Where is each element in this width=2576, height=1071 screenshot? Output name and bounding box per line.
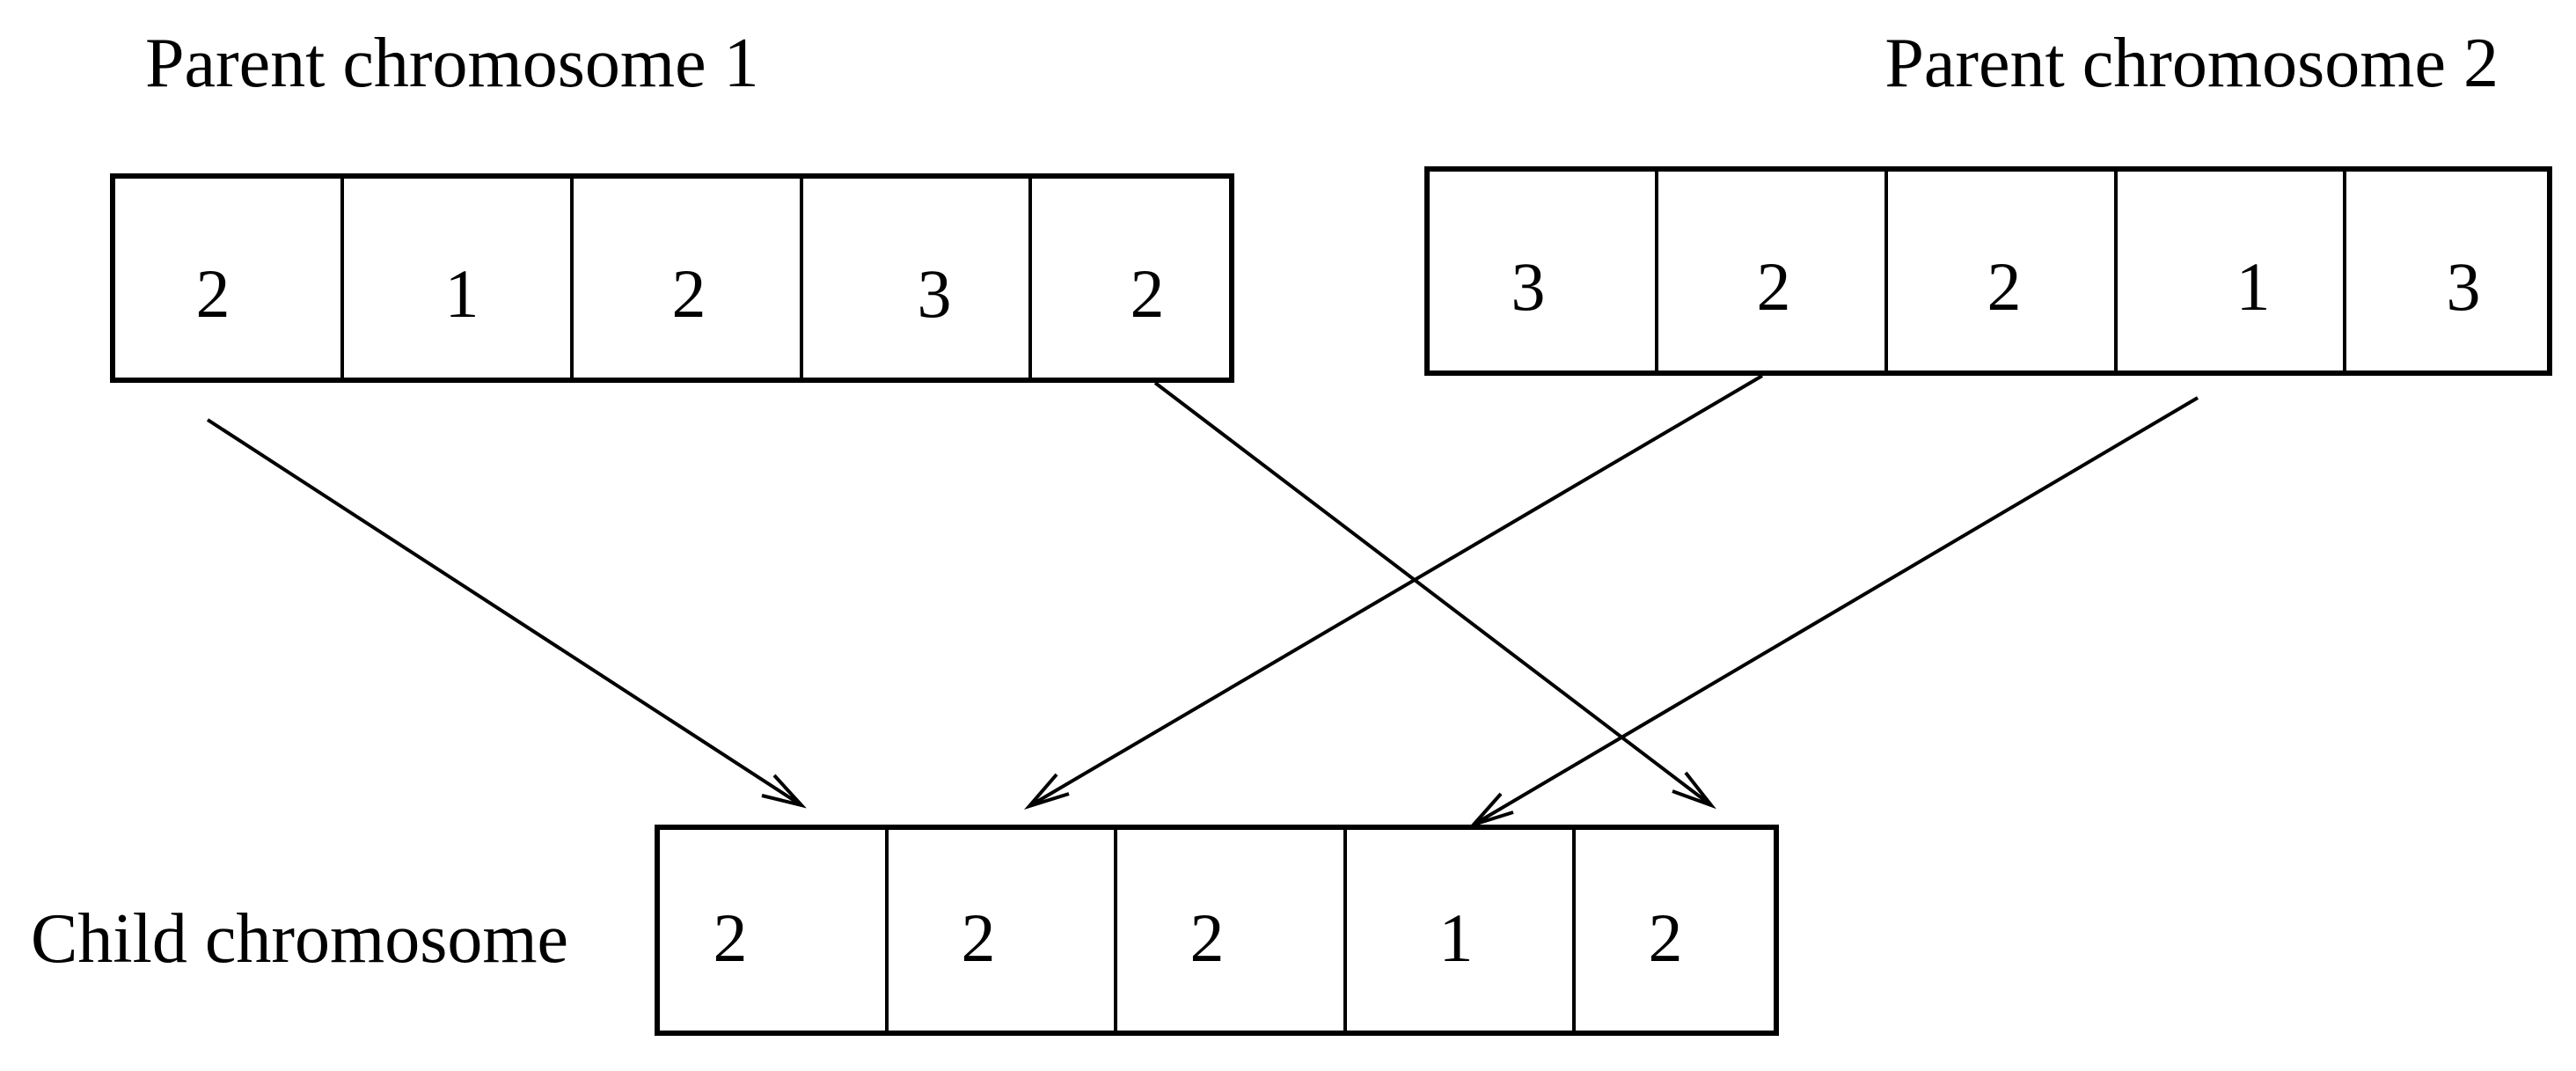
child-gene-2: 2 — [962, 899, 996, 976]
parent1-label: Parent chromosome 1 — [145, 25, 759, 102]
parent2-gene-4: 1 — [2236, 248, 2271, 325]
parent1-gene-3: 2 — [672, 255, 706, 332]
child-gene-5: 2 — [1649, 899, 1683, 976]
arrow-p1-gene5-to-child-gene5 — [1153, 381, 1716, 810]
parent2-gene-2: 2 — [1757, 248, 1791, 325]
parent2-label: Parent chromosome 2 — [1884, 25, 2499, 102]
parent1-gene-2: 1 — [445, 255, 479, 332]
parent1-chromosome: 2 1 2 3 2 — [110, 173, 1234, 383]
child-chromosome: 2 2 2 1 2 — [655, 825, 1779, 1036]
child-gene-1: 2 — [714, 899, 748, 976]
arrow-p1-gene1-to-child-gene1 — [206, 418, 807, 809]
arrow-p2-gene2-to-child-gene2 — [1023, 374, 1764, 810]
parent2-gene-5: 3 — [2447, 248, 2481, 325]
parent1-gene-5: 2 — [1131, 255, 1165, 332]
parent1-gene-4: 3 — [918, 255, 952, 332]
parent2-gene-1: 3 — [1511, 248, 1546, 325]
parent2-gene-3: 2 — [1987, 248, 2022, 325]
child-gene-3: 2 — [1190, 899, 1225, 976]
child-label: Child chromosome — [31, 900, 568, 978]
parent2-chromosome: 3 2 2 1 3 — [1424, 166, 2552, 376]
arrow-p2-gene4-to-child-gene4 — [1467, 396, 2199, 829]
parent1-gene-1: 2 — [196, 255, 231, 332]
child-gene-4: 1 — [1439, 899, 1474, 976]
